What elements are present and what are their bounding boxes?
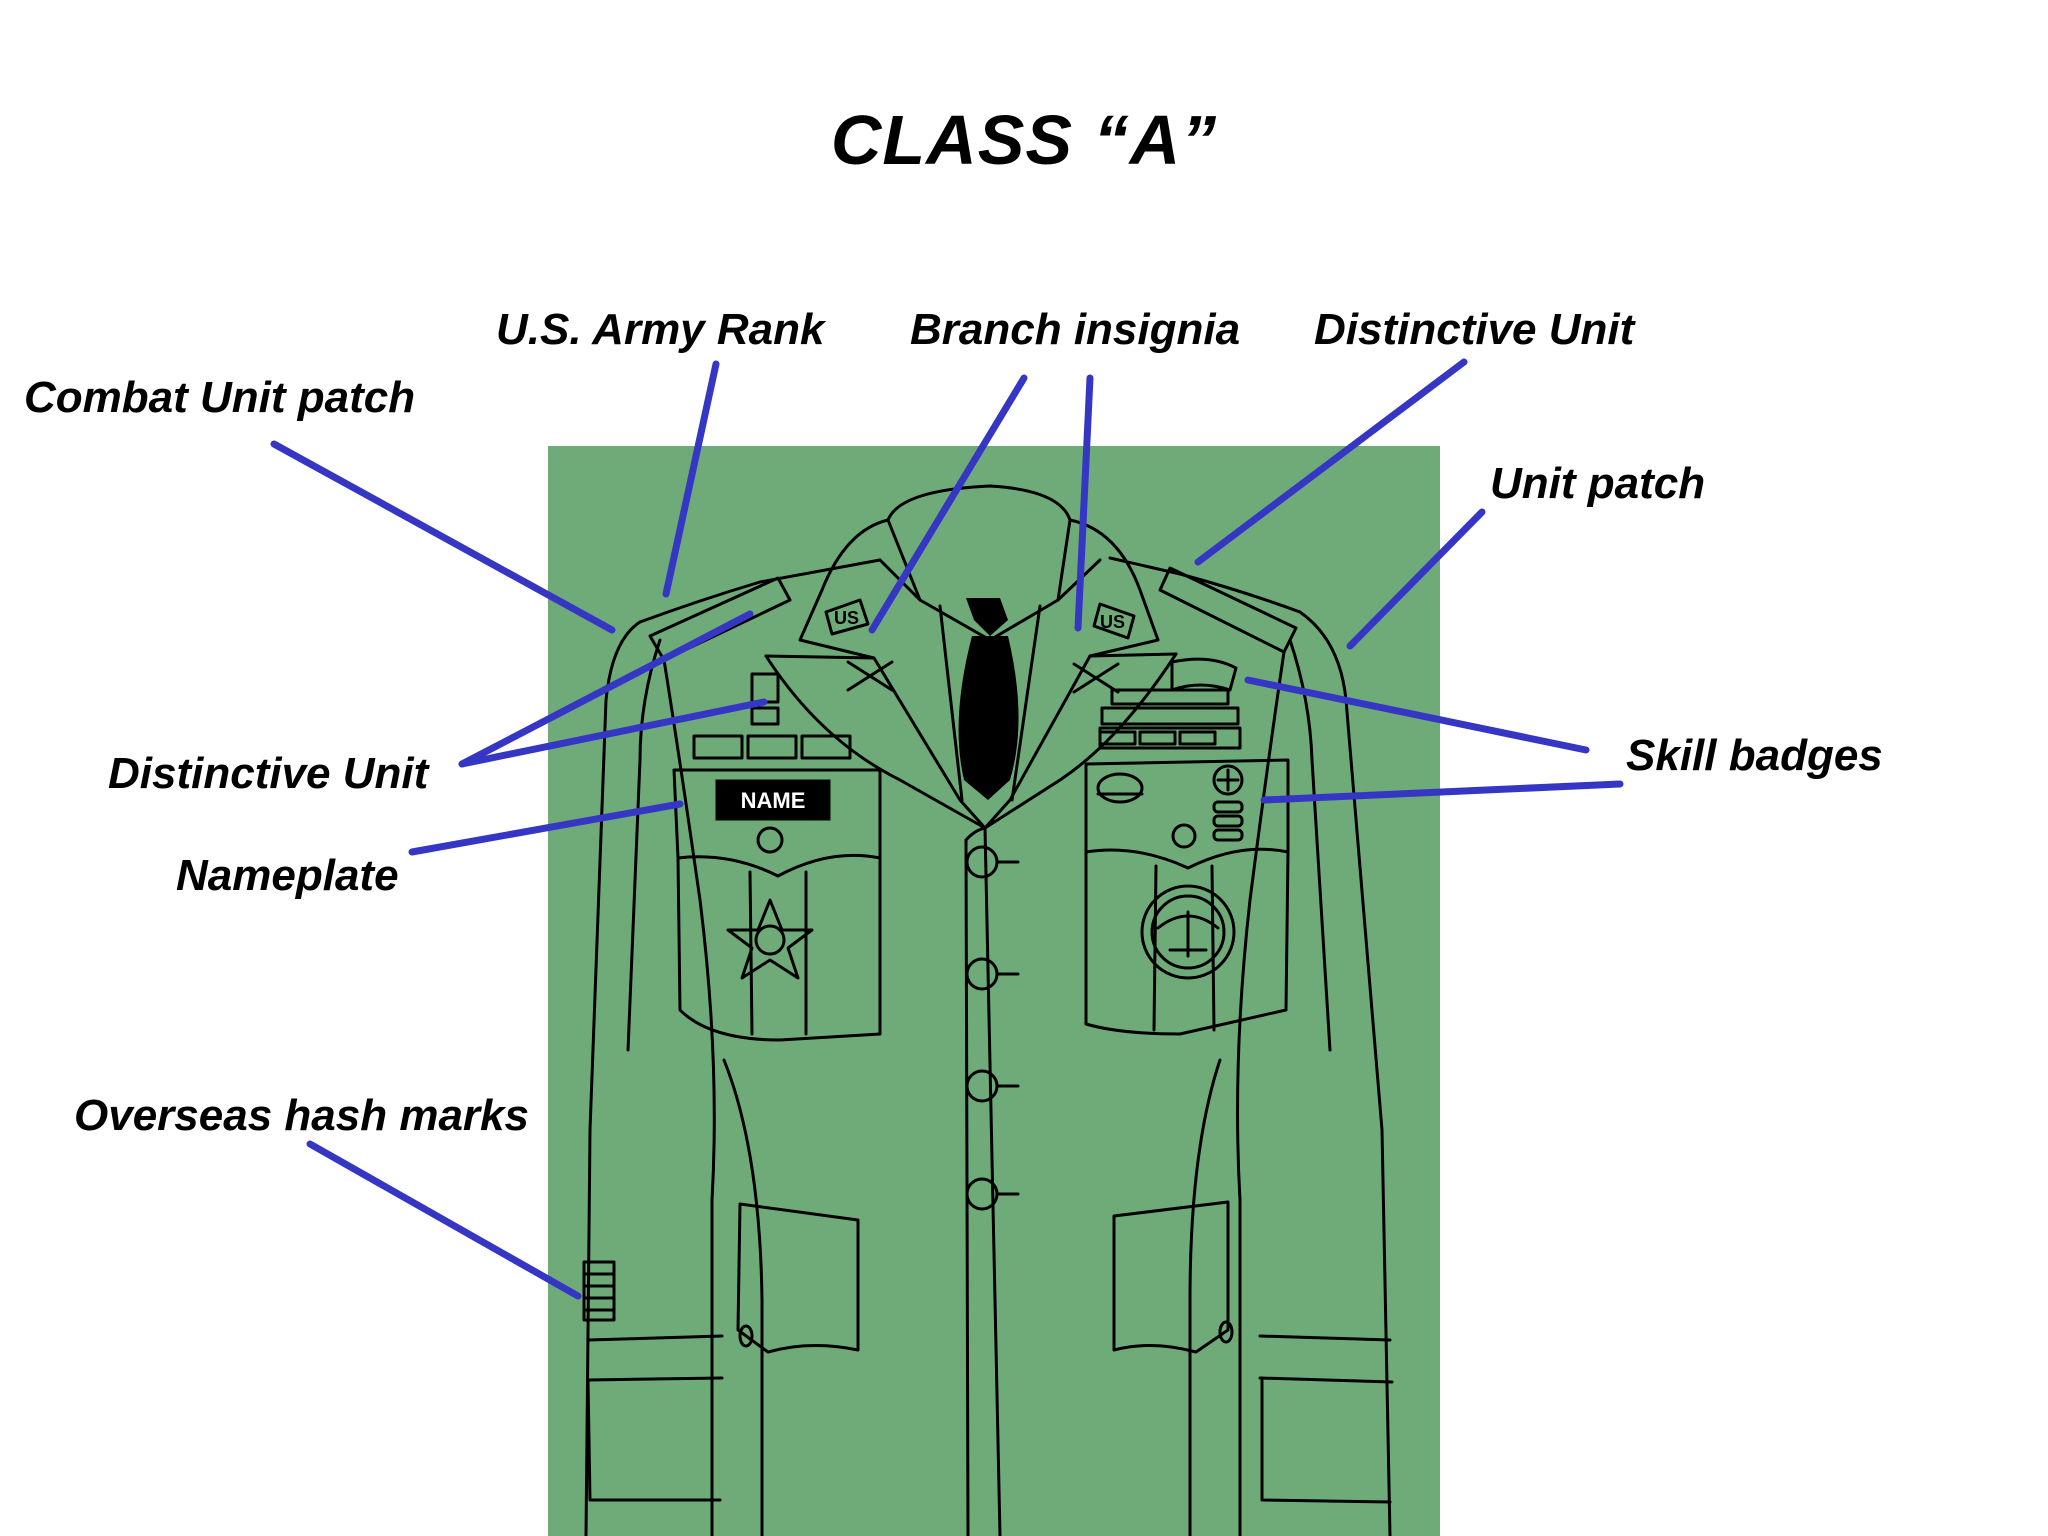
label-unit-patch: Unit patch (1490, 459, 1706, 508)
label-skill-badges: Skill badges (1626, 731, 1883, 780)
collar-insignia-left: US (824, 598, 870, 636)
diagram-title: CLASS “A” (830, 101, 1218, 179)
leader-us-army-rank (662, 360, 720, 598)
right-chest (1084, 657, 1290, 1354)
overseas-hash-marks (582, 1260, 616, 1322)
nameplate-text: NAME (741, 788, 806, 813)
leader-branch-insignia-right (1074, 374, 1094, 632)
label-us-army-rank: U.S. Army Rank (496, 305, 825, 354)
leader-skill-badges-a (1244, 676, 1590, 754)
leader-overseas-hash-marks (306, 1140, 582, 1300)
leader-nameplate (408, 800, 684, 856)
leader-unit-patch (1346, 508, 1486, 650)
label-nameplate: Nameplate (176, 851, 399, 900)
label-branch-insignia: Branch insignia (910, 305, 1241, 354)
leader-combat-unit-patch (270, 440, 616, 634)
collar-and-lapels (764, 484, 1178, 830)
front-buttons (965, 845, 1020, 1211)
left-chest: NAME (672, 672, 882, 1354)
label-distinctive-unit-top: Distinctive Unit (1314, 305, 1635, 354)
leader-branch-insignia-left (868, 374, 1028, 634)
jacket-outline (584, 556, 1394, 1536)
leader-skill-badges-b (1260, 780, 1624, 804)
branch-insignia-crossed-rifles-right (1072, 662, 1120, 694)
label-overseas-hash-marks: Overseas hash marks (74, 1091, 529, 1140)
leader-distinctive-unit-left-a (458, 610, 754, 768)
label-combat-unit-patch: Combat Unit patch (24, 373, 416, 422)
collar-insignia-right: US (1092, 602, 1136, 640)
label-distinctive-unit-left: Distinctive Unit (108, 749, 429, 798)
leader-distinctive-unit-top (1194, 358, 1468, 566)
us-insignia-text-right: US (1100, 612, 1125, 632)
leader-lines (270, 358, 1624, 1300)
us-insignia-text-left: US (834, 608, 859, 628)
leader-distinctive-unit-left-b (458, 698, 768, 768)
branch-insignia-crossed-rifles-left (846, 660, 894, 692)
